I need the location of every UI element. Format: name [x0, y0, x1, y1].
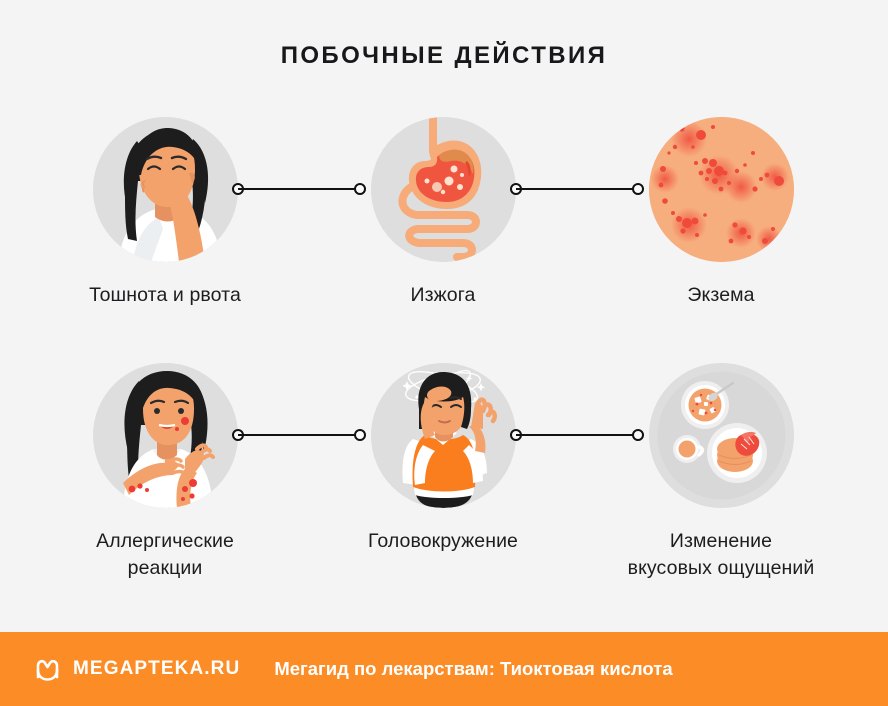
skin-eczema-red-spots-icon — [648, 117, 794, 262]
brand-name[interactable]: MEGAPTEKA.RU — [73, 658, 241, 679]
side-effect-label-eczema: Экзема — [687, 284, 755, 306]
side-effect-label-taste: Изменение вкусовых ощущений — [601, 528, 841, 582]
connector-node-right — [354, 183, 366, 195]
allergy-label-line2: реакции — [127, 557, 203, 579]
connector-line — [516, 434, 638, 436]
taste-label-line1: Изменение — [669, 530, 773, 552]
connector-node-right — [632, 429, 644, 441]
connector-nausea-heartburn — [232, 183, 366, 195]
side-effect-label-dizziness: Головокружение — [367, 530, 519, 552]
side-effect-item-nausea: Тошнота и рвота — [45, 117, 285, 309]
connector-node-right — [354, 429, 366, 441]
woman-dizzy-holding-head-icon — [370, 363, 516, 508]
footer-bar: MEGAPTEKA.RU Мегагид по лекарствам: Тиок… — [0, 632, 888, 706]
side-effect-item-eczema: Экзема — [601, 117, 841, 309]
connector-allergy-dizziness — [232, 429, 366, 441]
side-effect-item-allergy: Аллергические реакции — [45, 363, 285, 582]
connector-line — [238, 188, 360, 190]
connector-dizziness-taste — [510, 429, 644, 441]
footer-tagline: Мегагид по лекарствам: Тиоктовая кислота — [274, 658, 673, 679]
woman-scratching-rash-allergy-icon — [92, 363, 238, 508]
side-effect-label-heartburn: Изжога — [410, 284, 476, 306]
side-effect-label-allergy: Аллергические реакции — [45, 528, 285, 582]
woman-covering-mouth-nausea-icon — [92, 117, 238, 262]
taste-label-line2: вкусовых ощущений — [627, 557, 815, 579]
connector-line — [516, 188, 638, 190]
connector-heartburn-eczema — [510, 183, 644, 195]
food-plates-taste-change-icon — [648, 363, 794, 508]
side-effect-label-nausea: Тошнота и рвота — [89, 284, 241, 306]
connector-line — [238, 434, 360, 436]
side-effect-item-heartburn: Изжога — [323, 117, 563, 309]
connector-node-right — [632, 183, 644, 195]
allergy-label-line1: Аллергические — [96, 530, 234, 552]
megapteka-m-logo-icon[interactable] — [34, 656, 61, 683]
page-title: ПОБОЧНЫЕ ДЕЙСТВИЯ — [280, 42, 608, 69]
stomach-heartburn-icon — [370, 117, 516, 262]
side-effect-item-dizziness: Головокружение — [323, 363, 563, 555]
side-effect-item-taste: Изменение вкусовых ощущений — [601, 363, 841, 582]
